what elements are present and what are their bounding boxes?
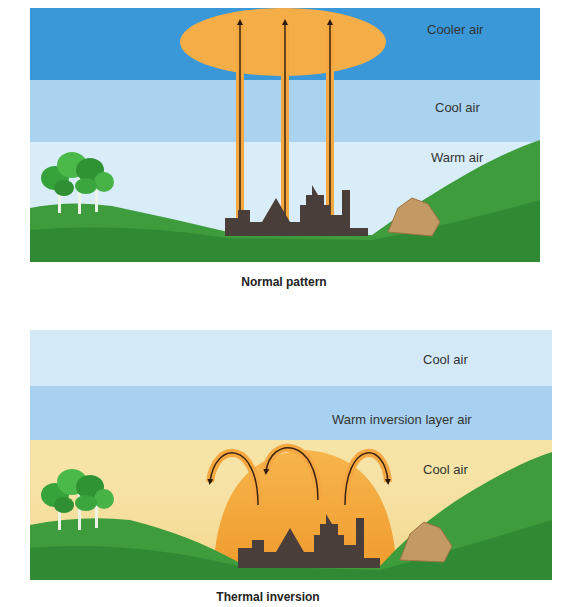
trees bbox=[41, 152, 114, 214]
rock bbox=[388, 198, 440, 236]
trapped-arrows bbox=[210, 448, 388, 505]
air-layer-band: Warm inversion layer air bbox=[30, 386, 552, 440]
trees bbox=[41, 469, 114, 530]
ground bbox=[30, 452, 552, 580]
thermal-inversion-scene bbox=[30, 440, 552, 580]
panel-caption: Thermal inversion bbox=[216, 590, 319, 605]
air-layer-label: Cool air bbox=[435, 100, 480, 116]
air-layer-label: Cool air bbox=[423, 462, 468, 478]
air-layer-label: Cool air bbox=[423, 352, 468, 368]
panel-caption: Normal pattern bbox=[241, 275, 326, 290]
normal-pattern-scene bbox=[30, 8, 540, 262]
air-layer-label: Warm air bbox=[431, 150, 483, 166]
ground bbox=[30, 140, 540, 262]
air-layer-label: Cooler air bbox=[427, 22, 483, 38]
city bbox=[225, 185, 350, 236]
rock bbox=[400, 522, 452, 562]
city bbox=[238, 514, 364, 568]
pollution-dome bbox=[213, 450, 397, 578]
air-layer-band: Cool air bbox=[30, 330, 552, 386]
air-layer-label: Warm inversion layer air bbox=[332, 412, 472, 428]
